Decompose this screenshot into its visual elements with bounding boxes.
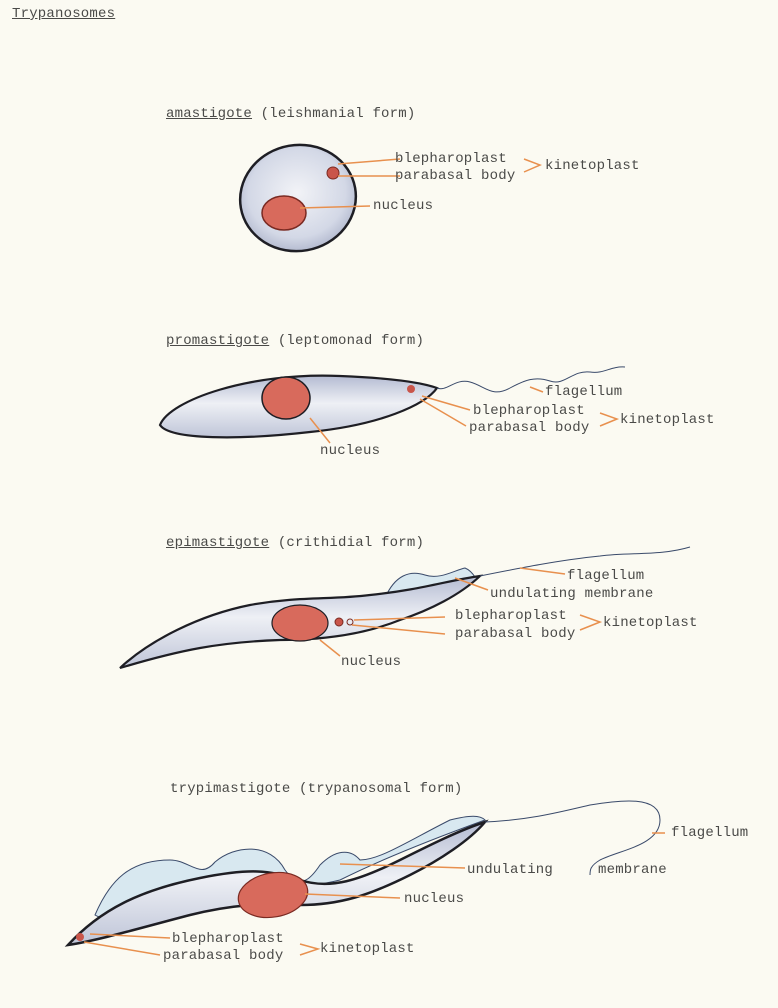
amastigote-drawing: [238, 143, 542, 253]
page-title: Trypanosomes: [12, 6, 116, 22]
form-alt-name: (leptomonad form): [277, 333, 425, 349]
epimastigote-heading: epimastigote (crithidial form): [166, 535, 424, 551]
form-name: epimastigote: [166, 535, 270, 551]
form-alt-name: (trypanosomal form): [299, 781, 463, 797]
label-flagellum: flagellum: [545, 384, 623, 400]
form-name: promastigote: [166, 333, 270, 349]
form-alt-name: (leishmanial form): [260, 106, 416, 122]
label-flagellum: flagellum: [567, 568, 645, 584]
label-parabasal-body: parabasal body: [455, 626, 576, 642]
label-parabasal-body: parabasal body: [163, 948, 284, 964]
label-nucleus: nucleus: [341, 654, 402, 670]
label-parabasal-body: parabasal body: [395, 168, 516, 184]
promastigote-drawing: [158, 366, 626, 444]
label-undulating-membrane: undulating membrane: [490, 586, 654, 602]
label-nucleus: nucleus: [373, 198, 434, 214]
label-kinetoplast: kinetoplast: [620, 412, 715, 428]
label-kinetoplast: kinetoplast: [603, 615, 698, 631]
amastigote-heading: amastigote (leishmanial form): [166, 106, 415, 122]
label-blepharoplast: blepharoplast: [172, 931, 284, 947]
epimastigote-drawing: [119, 546, 691, 670]
label-blepharoplast: blepharoplast: [455, 608, 567, 624]
label-nucleus: nucleus: [320, 443, 381, 459]
label-kinetoplast: kinetoplast: [545, 158, 640, 174]
label-parabasal-body: parabasal body: [469, 420, 590, 436]
trypimastigote-heading: trypimastigote (trypanosomal form): [170, 781, 462, 797]
label-nucleus: nucleus: [404, 891, 465, 907]
label-kinetoplast: kinetoplast: [320, 941, 415, 957]
form-alt-name: (crithidial form): [277, 535, 425, 551]
label-membrane: membrane: [598, 862, 667, 878]
form-name: trypimastigote: [170, 781, 291, 797]
promastigote-heading: promastigote (leptomonad form): [166, 333, 424, 349]
label-blepharoplast: blepharoplast: [473, 403, 585, 419]
label-blepharoplast: blepharoplast: [395, 151, 507, 167]
form-name: amastigote: [166, 106, 253, 122]
label-flagellum: flagellum: [671, 825, 749, 841]
trypimastigote-drawing: [64, 800, 665, 956]
label-undulating: undulating: [467, 862, 554, 878]
